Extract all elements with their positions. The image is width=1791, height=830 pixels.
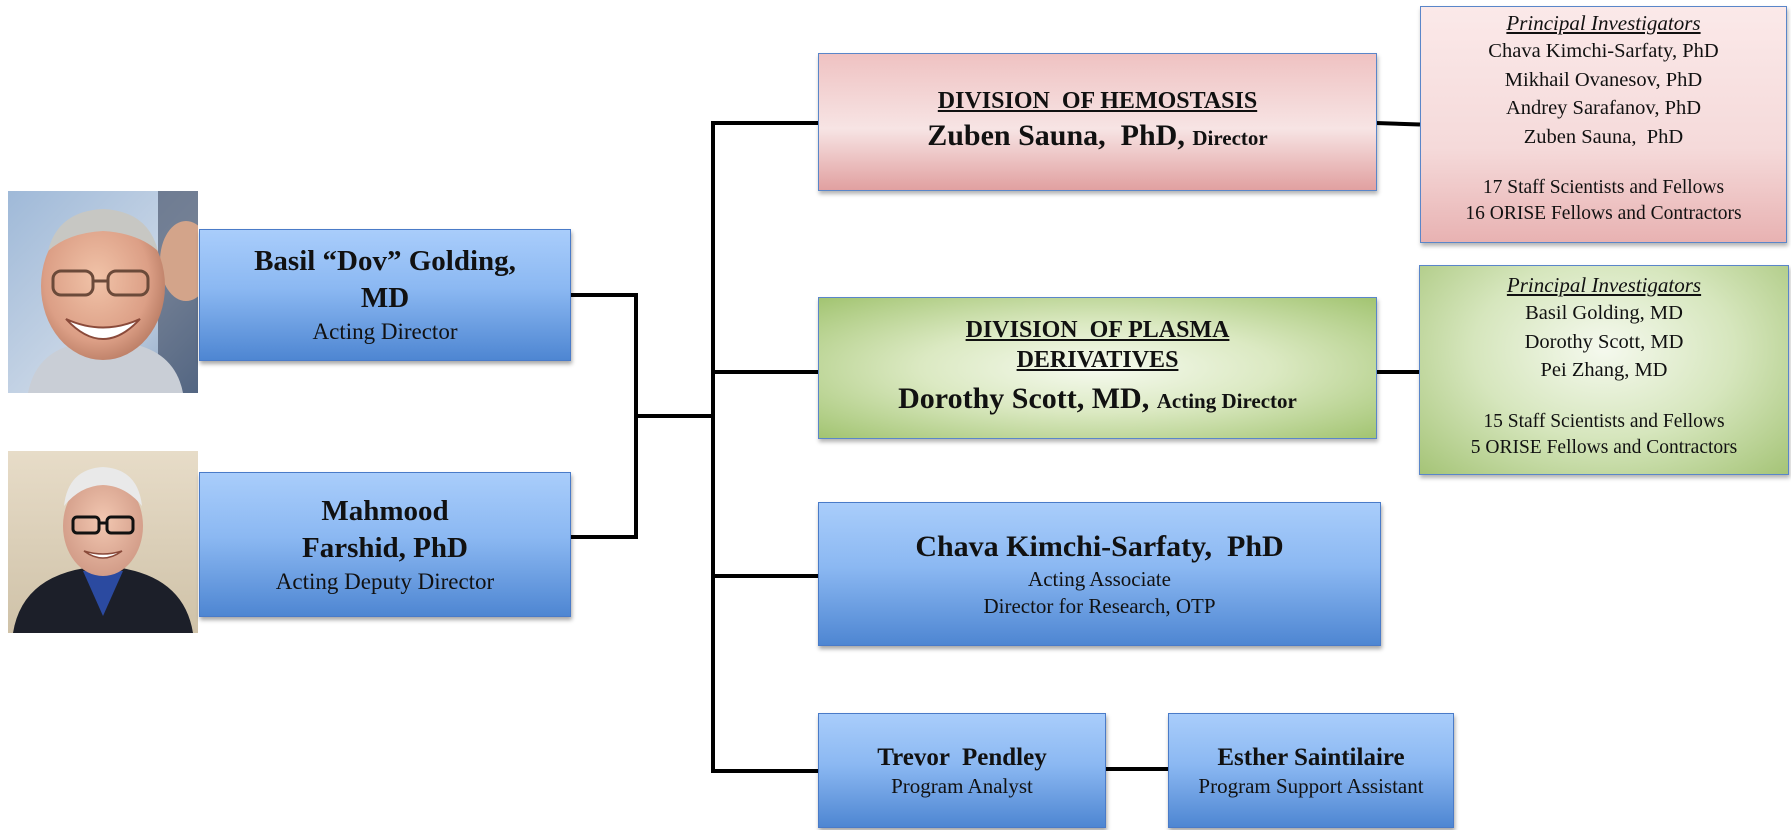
director-name: Basil “Dov” Golding, MD [254,245,516,314]
connector-hemostasis-pi [1375,121,1421,127]
program-assistant-title: Program Support Assistant [1198,773,1424,798]
plasma-pi-name: Pei Zhang, MD [1540,359,1668,381]
plasma-division-box: DIVISION OF PLASMA DERIVATIVES Dorothy S… [818,297,1377,439]
plasma-pi-heading: Principal Investigators [1506,273,1702,297]
hemostasis-director-name: Zuben Sauna, PhD, [927,119,1185,152]
plasma-division-title-line1: DIVISION OF PLASMA [965,317,1230,343]
hemostasis-division-title: DIVISION OF HEMOSTASIS [937,88,1258,114]
deputy-portrait-image [8,451,198,633]
program-analyst-title: Program Analyst [891,773,1033,798]
connector-associate [711,574,819,578]
plasma-pi-box: Principal Investigators Basil Golding, M… [1419,265,1789,475]
program-assistant-box: Esther Saintilaire Program Support Assis… [1168,713,1454,828]
connector-trunk [711,121,715,773]
program-assistant-name: Esther Saintilaire [1217,743,1405,771]
connector-analyst [711,769,819,773]
director-portrait-image [8,191,198,393]
hemostasis-staff-count: 17 Staff Scientists and Fellows [1482,177,1725,198]
associate-director-box: Chava Kimchi-Sarfaty, PhD Acting Associa… [818,502,1381,646]
connector-plasma-pi [1376,370,1420,374]
connector-deputy [570,535,638,539]
connector-hemostasis [711,121,819,125]
plasma-director-role: Acting Director [1156,389,1297,413]
associate-director-name: Chava Kimchi-Sarfaty, PhD [915,530,1284,563]
hemostasis-pi-name: Chava Kimchi-Sarfaty, PhD [1488,40,1719,62]
plasma-staff-count: 15 Staff Scientists and Fellows [1483,410,1725,432]
hemostasis-pi-box: Principal Investigators Chava Kimchi-Sar… [1420,6,1787,243]
associate-director-title-line1: Acting Associate [1028,567,1171,591]
connector-director [570,293,638,297]
plasma-director: Dorothy Scott, MD, Acting Director [898,379,1297,421]
hemostasis-contractor-count: 16 ORISE Fellows and Contractors [1465,203,1742,224]
connector-analyst-assistant [1105,767,1169,771]
associate-director-title-line2: Director for Research, OTP [983,594,1216,618]
hemostasis-pi-heading: Principal Investigators [1506,11,1701,35]
deputy-photo [8,451,198,633]
hemostasis-pi-name: Andrey Sarafanov, PhD [1505,97,1702,119]
director-title: Acting Director [312,319,458,344]
director-box: Basil “Dov” Golding, MD Acting Director [199,229,571,361]
deputy-box: Mahmood Farshid, PhD Acting Deputy Direc… [199,472,571,617]
connector-leadership-to-trunk [634,414,714,418]
plasma-contractor-count: 5 ORISE Fellows and Contractors [1470,436,1738,458]
hemostasis-director-role: Director [1192,126,1268,150]
plasma-pi-name: Basil Golding, MD [1525,302,1683,324]
plasma-pi-name: Dorothy Scott, MD [1524,330,1684,353]
program-analyst-name: Trevor Pendley [877,743,1047,771]
hemostasis-division-box: DIVISION OF HEMOSTASIS Zuben Sauna, PhD,… [818,53,1377,191]
program-analyst-box: Trevor Pendley Program Analyst [818,713,1106,828]
plasma-division-title-line2: DERIVATIVES [1016,347,1179,373]
plasma-director-name: Dorothy Scott, MD, [898,382,1150,415]
director-photo [8,191,198,393]
deputy-name: Mahmood Farshid, PhD [302,494,468,564]
hemostasis-director: Zuben Sauna, PhD, Director [927,116,1268,158]
hemostasis-pi-name: Mikhail Ovanesov, PhD [1504,68,1703,91]
hemostasis-pi-name: Zuben Sauna, PhD [1523,125,1684,148]
deputy-title: Acting Deputy Director [275,568,495,594]
connector-plasma [711,370,819,374]
